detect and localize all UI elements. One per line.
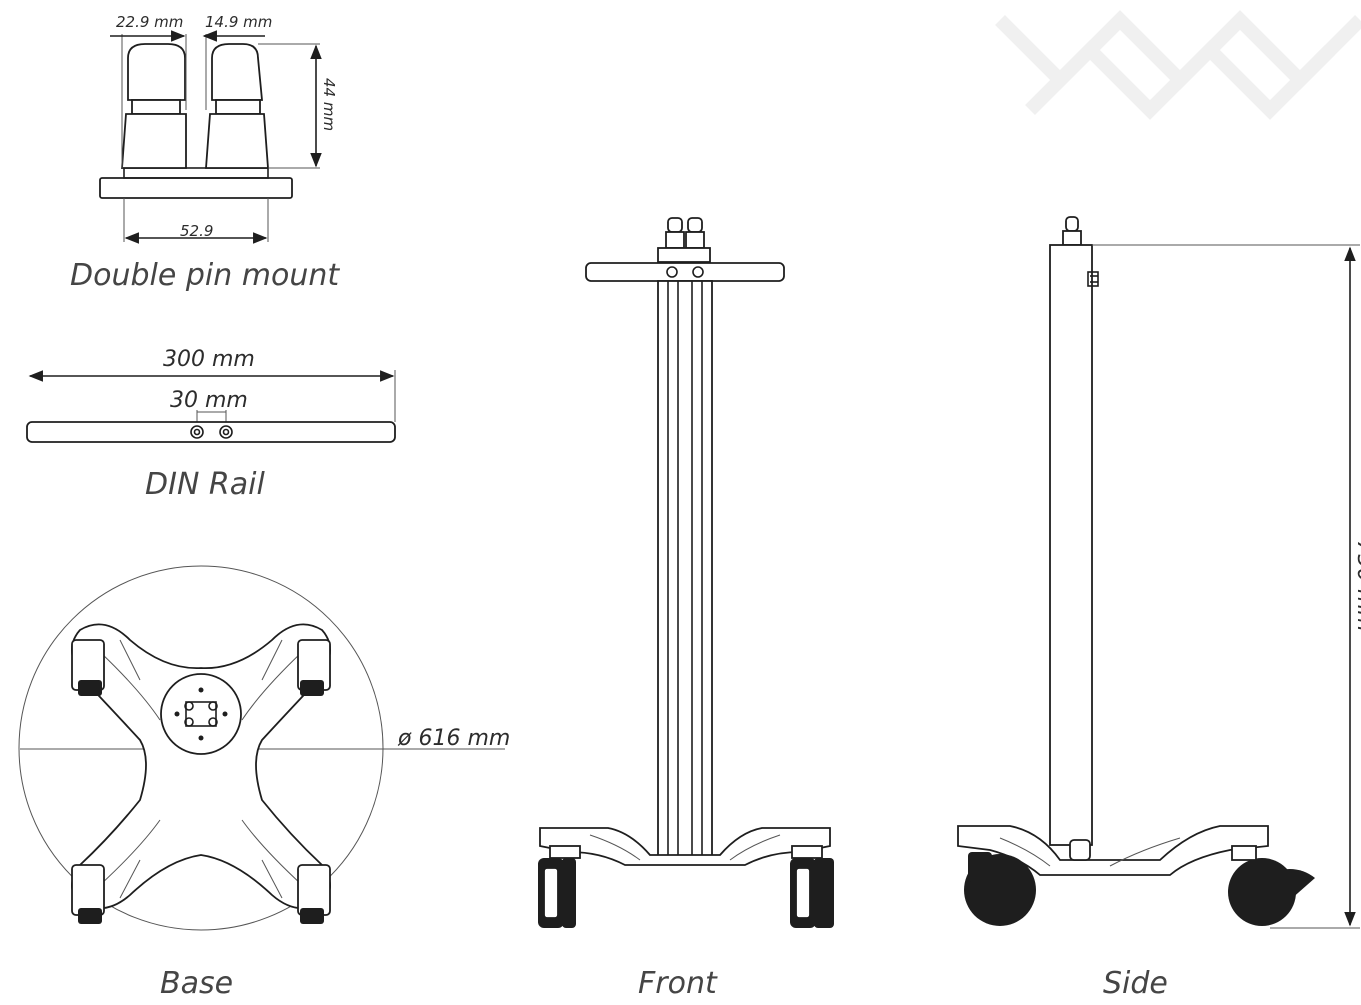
front-caption: Front — [638, 966, 718, 1001]
total-height-label: 750 mm — [1352, 540, 1361, 632]
pin-height-label: 44 mm — [320, 78, 338, 131]
plate-width-label: 52.9 — [180, 222, 213, 240]
base-drawing — [18, 565, 505, 931]
din-rail-drawing — [26, 370, 396, 443]
base-diameter-label: ø 616 mm — [397, 726, 510, 751]
pin-gap-label: 14.9 mm — [205, 13, 272, 31]
base-caption: Base — [160, 966, 233, 1001]
front-view-drawing — [538, 217, 834, 928]
double-pin-mount-drawing — [99, 30, 322, 244]
side-caption: Side — [1103, 966, 1168, 1001]
pin-width-label: 22.9 mm — [116, 13, 183, 31]
rail-length-label: 300 mm — [163, 347, 255, 372]
hole-spacing-label: 30 mm — [170, 388, 248, 413]
din-rail-caption: DIN Rail — [145, 467, 265, 502]
double-pin-caption: Double pin mount — [70, 258, 340, 293]
watermark-pattern — [995, 10, 1361, 120]
side-view-drawing — [957, 216, 1360, 929]
